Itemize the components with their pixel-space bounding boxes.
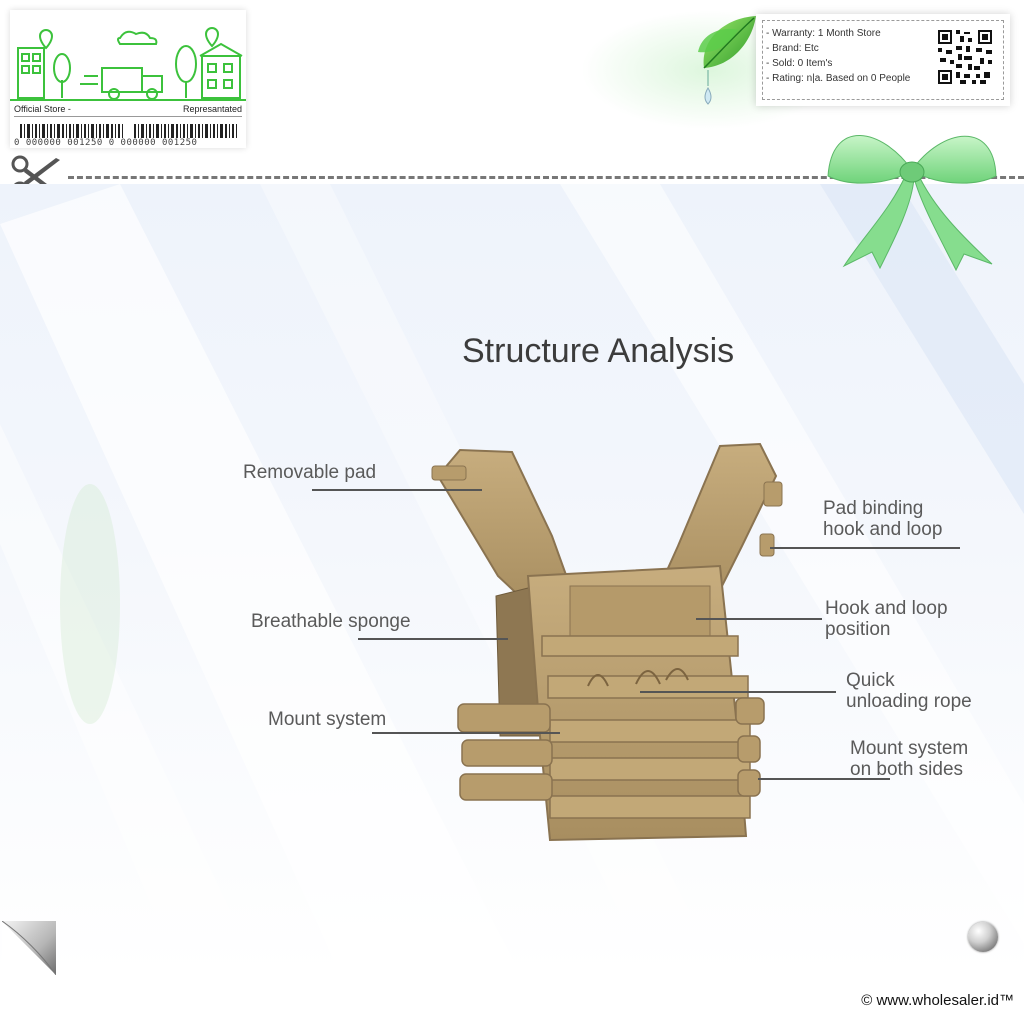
store-badge: Official Store - Represantated 0 xyxy=(10,10,246,148)
label-pad-binding: Pad binding hook and loop xyxy=(823,498,942,540)
brand-line: - Brand: Etc xyxy=(766,43,819,54)
label-quick-line2: unloading rope xyxy=(846,691,972,712)
barcode-icon xyxy=(20,124,237,138)
leader-hook-loop-position xyxy=(696,618,822,620)
warranty-line: - Warranty: 1 Month Store xyxy=(766,28,881,39)
leader-pad-binding xyxy=(770,547,960,549)
leader-quick-unloading-rope xyxy=(640,691,836,693)
rating-line: - Rating: n|a. Based on 0 People xyxy=(766,73,911,84)
label-hook-loop-position: Hook and loop position xyxy=(825,598,948,640)
label-removable-pad: Removable pad xyxy=(243,462,377,483)
dashed-cut-line xyxy=(68,176,1024,179)
qr-code-icon xyxy=(936,28,994,86)
label-breathable-sponge: Breathable sponge xyxy=(251,611,411,632)
label-quick-unloading-rope: Quick unloading rope xyxy=(846,670,972,712)
label-pad-binding-line2: hook and loop xyxy=(823,519,943,540)
bow-icon xyxy=(827,135,997,272)
dashed-border xyxy=(762,20,1004,100)
leader-removable-pad xyxy=(312,489,482,491)
label-mount-sides-line1: Mount system xyxy=(850,738,969,759)
info-lines: - Warranty: 1 Month Store - Brand: Etc -… xyxy=(766,26,910,86)
label-pad-binding-line1: Pad binding xyxy=(823,498,924,519)
divider xyxy=(14,116,242,117)
store-left-label: Official Store - xyxy=(14,104,71,114)
sold-line: - Sold: 0 Item's xyxy=(766,58,833,69)
label-hook-loop-line2: position xyxy=(825,619,891,640)
leader-breathable-sponge xyxy=(358,638,508,640)
bottom-strip xyxy=(0,974,1024,1024)
label-quick-line1: Quick xyxy=(846,670,895,691)
label-mount-sides-line2: on both sides xyxy=(850,759,964,780)
tactical-vest-image xyxy=(431,442,783,842)
store-right-label: Represantated xyxy=(182,104,242,114)
leader-mount-system xyxy=(372,732,560,734)
copyright-text: © www.wholesaler.id™ xyxy=(861,992,1014,1009)
barcode-text: 0 000000 001250 0 000000 001250 xyxy=(14,138,198,148)
label-mount-system-both-sides: Mount system on both sides xyxy=(850,738,968,780)
metal-button-icon[interactable] xyxy=(968,922,998,952)
label-mount-system: Mount system xyxy=(268,709,387,730)
page-curl-icon xyxy=(2,921,56,975)
city-delivery-illustration xyxy=(10,27,246,101)
leader-mount-system-both-sides xyxy=(758,778,890,780)
leaf-icon xyxy=(698,16,756,105)
page-title: Structure Analysis xyxy=(462,332,735,370)
label-hook-loop-line1: Hook and loop xyxy=(825,598,948,619)
